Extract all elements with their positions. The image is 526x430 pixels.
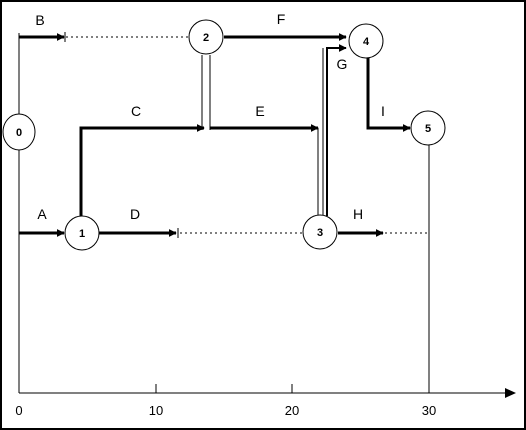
activity-arrow-c [79,124,205,219]
node-label-2: 2 [203,32,209,44]
activity-label-d: D [130,206,140,222]
activity-label-e: E [255,103,264,119]
node-0: 0 [2,113,36,151]
activity-label-a: A [37,206,47,222]
activity-label-g: G [337,56,348,72]
activity-label-b: B [35,12,44,28]
node-1: 1 [64,215,100,251]
tick-label-10: 10 [149,403,163,418]
activity-label-c: C [131,103,141,119]
tick-label-30: 30 [422,403,436,418]
tick-label-0: 0 [15,403,22,418]
node-label-4: 4 [363,36,370,48]
node-label-1: 1 [79,228,85,240]
node-label-3: 3 [317,227,323,239]
activity-arrow-g [326,44,347,216]
activity-arrow-i [366,58,411,132]
activity-label-h: H [353,206,363,222]
node-3: 3 [302,214,338,250]
node-label-0: 0 [16,127,22,139]
tick-label-20: 20 [285,403,299,418]
node-2: 2 [188,19,224,55]
node-4: 4 [348,23,384,59]
axis-arrow-icon [505,388,516,398]
activity-label-f: F [277,11,286,27]
activity-label-i: I [381,103,385,119]
node-5: 5 [410,110,446,146]
node-label-5: 5 [425,123,431,135]
